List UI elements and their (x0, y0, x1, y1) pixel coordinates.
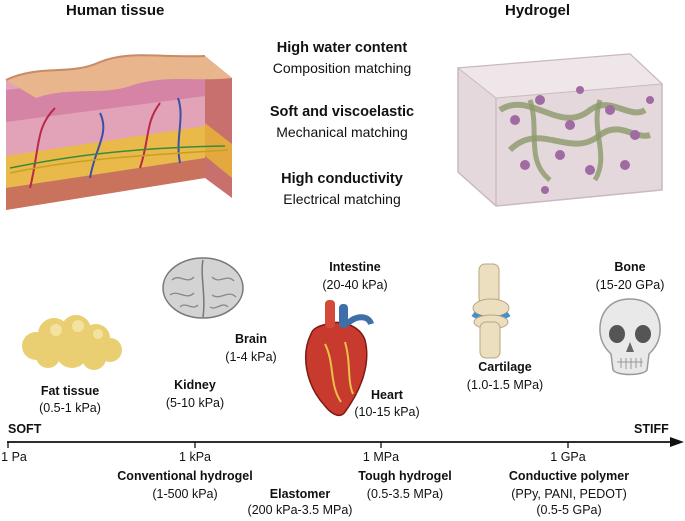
match-subtitle-mechanical: Mechanical matching (276, 124, 408, 140)
axis-soft-label: SOFT (8, 422, 42, 436)
conductive-polymer-value: (0.5-5 GPa) (536, 503, 602, 517)
bone-label: Bone (614, 260, 646, 274)
tough-hydrogel-label: Tough hydrogel (358, 469, 452, 483)
header-human-tissue: Human tissue (66, 2, 165, 19)
match-title-mechanical: Soft and viscoelastic (269, 104, 415, 120)
bone-value: (15-20 GPa) (595, 278, 665, 292)
tick-label-1kpa: 1 kPa (179, 450, 211, 464)
axis-arrowhead (670, 437, 684, 447)
match-title-electrical: High conductivity (281, 171, 403, 187)
match-subtitle-composition: Composition matching (272, 60, 412, 76)
axis-stiff-label: STIFF (634, 422, 669, 436)
cartilage-illustration (471, 263, 511, 359)
heart-illustration (305, 300, 374, 417)
intestine-label: Intestine (329, 260, 381, 274)
fat-tissue-value: (0.5-1 kPa) (39, 401, 101, 415)
kidney-label: Kidney (174, 378, 216, 392)
conventional-hydrogel-label: Conventional hydrogel (117, 469, 253, 483)
tough-hydrogel-value: (0.5-3.5 MPa) (366, 487, 444, 501)
tick-label-1pa: 1 Pa (1, 450, 27, 464)
cartilage-value: (1.0-1.5 MPa) (466, 378, 544, 392)
brain-label: Brain (235, 332, 267, 346)
hydrogel-illustration (456, 53, 664, 207)
header-hydrogel: Hydrogel (505, 2, 571, 19)
fat-tissue-label: Fat tissue (40, 384, 100, 398)
conventional-hydrogel-value: (1-500 kPa) (152, 487, 218, 501)
brain-illustration (162, 257, 244, 319)
brain-value: (1-4 kPa) (225, 350, 277, 364)
heart-label: Heart (371, 388, 403, 402)
skin-tissue-illustration (5, 54, 232, 210)
kidney-value: (5-10 kPa) (165, 396, 225, 410)
fat-tissue-illustration (22, 315, 122, 370)
elastomer-value: (200 kPa-3.5 MPa) (247, 503, 353, 517)
conductive-polymer-label: Conductive polymer (508, 469, 630, 483)
elastomer-label: Elastomer (269, 487, 331, 501)
tick-label-1gpa: 1 GPa (550, 450, 586, 464)
heart-value: (10-15 kPa) (354, 405, 420, 419)
stiffness-axis (7, 437, 684, 448)
conductive-polymer-examples: (PPy, PANI, PEDOT) (511, 487, 627, 501)
tick-label-1mpa: 1 MPa (362, 450, 400, 464)
intestine-value: (20-40 kPa) (322, 278, 388, 292)
match-subtitle-electrical: Electrical matching (283, 191, 401, 207)
match-title-composition: High water content (276, 40, 408, 56)
bone-skull-illustration (599, 298, 661, 376)
cartilage-label: Cartilage (478, 360, 532, 374)
